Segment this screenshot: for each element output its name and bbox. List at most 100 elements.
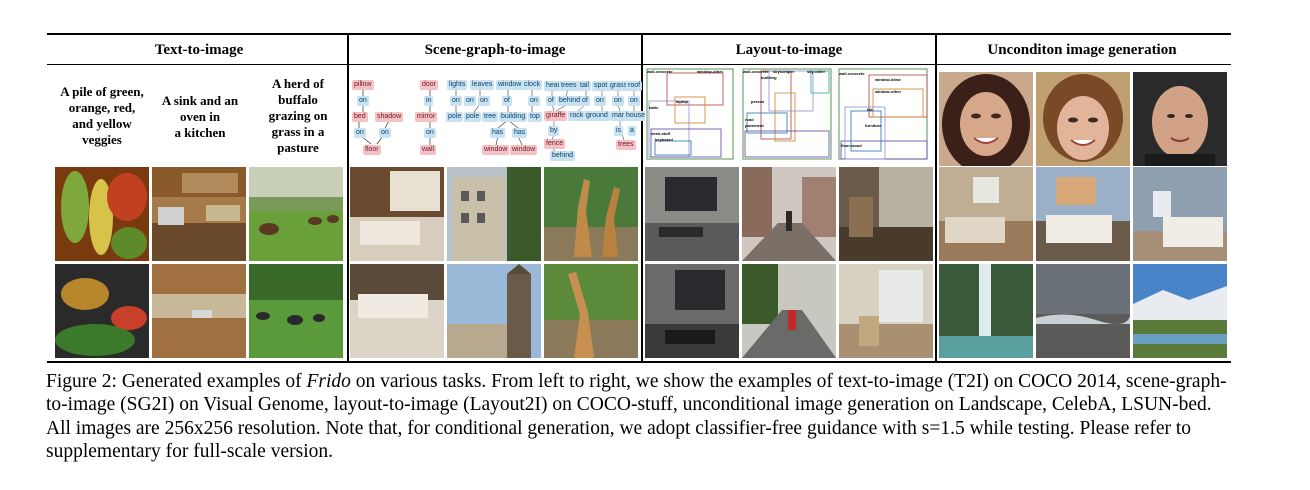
node-tail: tail [578,81,591,91]
node-of: of [580,96,590,106]
generated-giraffe-image [544,264,638,358]
generated-buffalo-image [249,264,343,358]
generated-veggies-image [55,264,149,358]
node-on: on [478,96,490,106]
layout-label: pavement [745,123,764,128]
node-on: on [464,96,476,106]
node-on: on [528,96,540,106]
node-by: by [548,126,560,136]
node-on: on [357,96,369,106]
layout-label: wall-concrete [743,69,769,74]
generated-landscape-image [1133,264,1227,358]
node-on: on [450,96,462,106]
figure-caption: Figure 2: Generated examples of Frido on… [46,370,1236,464]
layout-label: floor-wood [841,143,862,148]
node-on: on [379,128,391,138]
scene-graph-2: door in mirror on wall [414,78,450,162]
layout-label: building [761,75,777,80]
generated-buffalo-image [249,167,343,261]
separator-1 [347,34,349,362]
header-scene-graph-to-image: Scene-graph-to-image [424,42,566,58]
generated-office-image [645,264,739,358]
node-behind: behind [557,96,583,106]
node-fence: fence [544,139,566,149]
node-window: window [482,145,510,155]
node-grass: grass [608,81,630,91]
node-mirror: mirror [415,112,438,122]
node-rock: rock [568,111,586,121]
node-lights: lights [447,80,468,90]
layout-1: wall-concrete window-other table laptop … [645,67,739,162]
node-spot: spot [592,81,610,91]
generated-giraffe-image [544,167,638,261]
layout-label: window-blind [875,77,901,82]
caption-text-post: on various tasks. From left to right, we… [46,371,1227,463]
caption-emphasis: Frido [306,371,351,392]
node-window: window [510,145,538,155]
node-on: on [594,96,606,106]
generated-street-image [742,167,836,261]
layout-2: wall-concrete building skyscraper sky-ot… [741,67,835,162]
layout-label: skyscraper [773,69,795,74]
scene-graph-1: pillow on bed shadow on on floor [349,78,419,162]
node-trees: trees [559,81,579,91]
layout-label: desk-stuff [651,131,671,136]
node-on: on [354,128,366,138]
node-man: man [610,111,628,121]
bottom-rule [47,361,1231,363]
node-leaves: leaves [470,80,495,90]
generated-room-image [839,264,933,358]
node-tree: tree [482,112,499,122]
node-bed: bed [352,112,368,122]
node-on: on [628,96,640,106]
node-pillow: pillow [352,80,374,90]
layout-label: furniture [865,123,882,128]
node-pole: pole [446,112,464,122]
header-rule [47,64,1231,65]
separator-3 [935,34,937,362]
node-roof: roof [626,81,643,91]
node-on: on [424,128,436,138]
face-image [939,72,1033,166]
top-rule [47,33,1231,35]
node-house: house [624,111,648,121]
generated-building-image [447,167,541,261]
node-window: window [496,80,524,90]
face-image [1133,72,1227,166]
layout-3: wall-concrete window-blind window-other … [837,67,931,162]
generated-office-image [645,167,739,261]
node-ground: ground [584,111,610,121]
node-head: head [544,81,564,91]
node-pole: pole [464,112,482,122]
separator-2 [641,34,643,362]
node-building: building [499,112,528,122]
node-shadow: shadow [375,112,404,122]
node-of: of [502,96,512,106]
generated-bedroom-image [350,264,444,358]
generated-bedroom-image [350,167,444,261]
generated-landscape-image [939,264,1033,358]
generated-street-image [742,264,836,358]
generated-bedroom-image [939,167,1033,261]
header-layout-to-image: Layout-to-image [735,42,843,58]
generated-veggies-image [55,167,149,261]
layout-label: laptop [676,99,688,104]
generated-tower-image [447,264,541,358]
generated-landscape-image [1036,264,1130,358]
generated-kitchen-image [152,167,246,261]
generated-kitchen-image [152,264,246,358]
node-trees: trees [616,140,636,150]
node-clock: clock [522,80,542,90]
layout-label: table [649,105,659,110]
node-floor: floor [363,145,381,155]
node-is: is [614,126,624,136]
node-in: in [424,96,434,106]
generated-room-image [839,167,933,261]
layout-label: road [745,117,754,122]
layout-label: wall-concrete [839,71,865,76]
layout-label: wall-concrete [647,69,673,74]
face-image [1036,72,1130,166]
